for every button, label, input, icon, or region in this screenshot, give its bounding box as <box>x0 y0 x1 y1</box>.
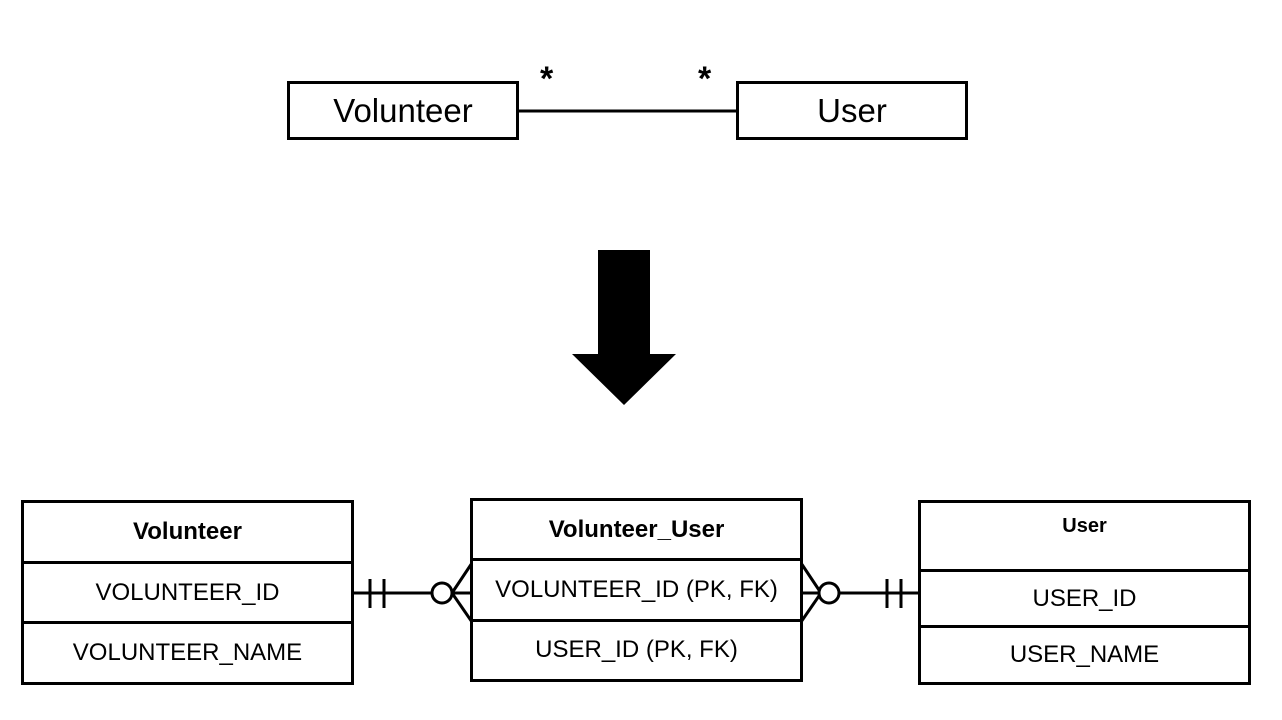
table-title: Volunteer_User <box>548 515 725 543</box>
transform-arrow <box>572 250 676 405</box>
table-title: Volunteer <box>133 517 242 545</box>
table-row: VOLUNTEER_ID <box>24 560 351 622</box>
table-row: VOLUNTEER_ID (PK, FK) <box>473 558 800 618</box>
table-row: USER_ID (PK, FK) <box>473 618 800 679</box>
uml-class-volunteer: Volunteer <box>287 81 519 140</box>
multiplicity-left: * <box>540 60 554 98</box>
table-title: User <box>1062 515 1107 537</box>
er-table-volunteer: Volunteer VOLUNTEER_ID VOLUNTEER_NAME <box>21 500 354 685</box>
table-row: USER_NAME <box>921 625 1248 682</box>
multiplicity-right: * <box>698 60 712 98</box>
er-table-volunteer-user: Volunteer_User VOLUNTEER_ID (PK, FK) USE… <box>470 498 803 682</box>
relationship-link-user <box>799 562 918 623</box>
relationship-volunteer-link <box>354 562 474 623</box>
table-row: USER_ID <box>921 568 1248 626</box>
uml-class-user: User <box>736 81 968 140</box>
er-table-user: User USER_ID USER_NAME <box>918 500 1251 685</box>
table-row: VOLUNTEER_NAME <box>24 621 351 682</box>
